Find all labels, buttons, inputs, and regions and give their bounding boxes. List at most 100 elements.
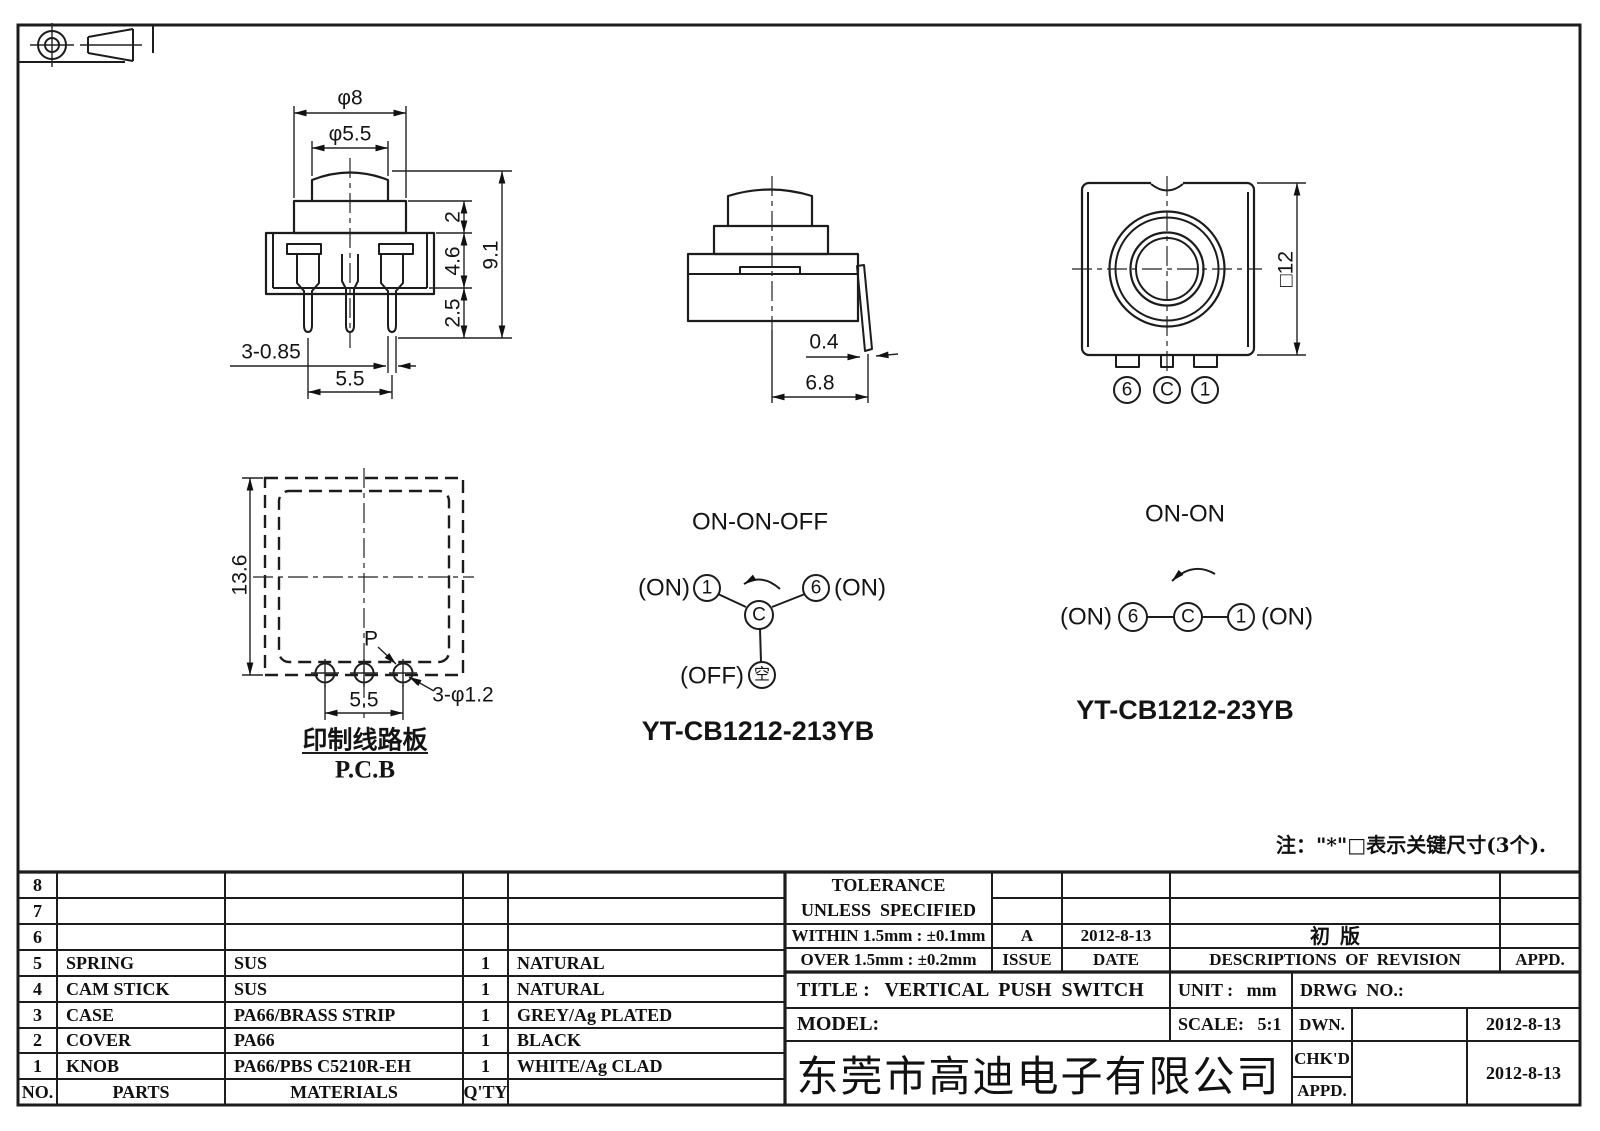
model-number: YT-CB1212-213YB (642, 716, 875, 746)
pin-left (296, 254, 320, 333)
pin-1-label: 1 (1236, 607, 1247, 628)
model-number: YT-CB1212-23YB (1076, 695, 1294, 725)
cell-part: SPRING (66, 952, 135, 973)
cell-qty: 1 (481, 952, 490, 973)
cell-color (508, 924, 785, 950)
top-view: 6 C 1 □12 (1072, 176, 1306, 404)
table-row: 7 (18, 898, 785, 924)
cell-qty (463, 924, 508, 950)
dim-sq12: □12 (1275, 251, 1298, 287)
dim-3-phi1-2: 3-φ1.2 (432, 684, 493, 707)
tolerance-heading: TOLERANCE (831, 874, 946, 895)
cell-color: GREY/Ag PLATED (517, 1004, 673, 1025)
cell-no: 5 (33, 952, 42, 973)
pcb-view: 13.6 P 5.5 3-φ1.2 印制线路板 P.C.B (229, 468, 494, 784)
cell-part (57, 872, 225, 898)
unit-label: UNIT : mm (1178, 979, 1277, 1000)
pin-c-label: C (752, 605, 766, 626)
schematic-on-on-off: ON-ON-OFF 1 6 C 空 (ON) (ON) (OFF) YT-CB1… (638, 509, 886, 747)
dwn-date: 2012-8-13 (1486, 1014, 1561, 1034)
tolerance-over: OVER 1.5mm : ±0.2mm (800, 950, 977, 969)
cell-qty: 1 (481, 1055, 490, 1076)
pcb-caption-cn: 印制线路板 (302, 726, 427, 755)
state-off: (OFF) (680, 663, 744, 690)
front-view: φ8 φ5.5 2 4.6 2.5 9.1 3-0.85 5.5 (230, 87, 512, 399)
cell-part: KNOB (66, 1055, 120, 1076)
terminal-6-label: 6 (1122, 380, 1133, 401)
schematic-title: ON-ON (1145, 501, 1225, 528)
state-on-left: (ON) (1060, 604, 1112, 631)
header-materials: MATERIALS (290, 1081, 398, 1102)
terminal-c-label: C (1160, 380, 1174, 401)
table-row: 6 (18, 924, 785, 950)
cell-part: CAM STICK (66, 978, 170, 999)
table-row: 3 CASE PA66/BRASS STRIP 1 GREY/Ag PLATED (18, 1002, 785, 1028)
chkd-label: CHK'D (1294, 1049, 1350, 1068)
drwg-no-label: DRWG NO.: (1300, 979, 1404, 1000)
cell-material (225, 872, 463, 898)
cell-color: NATURAL (517, 952, 605, 973)
cell-no: 2 (33, 1030, 42, 1050)
dim-0-4: 0.4 (809, 331, 839, 354)
issue-label: ISSUE (1002, 950, 1052, 969)
p-label: P (364, 628, 378, 651)
cell-qty: 1 (481, 1030, 490, 1050)
issue-value: A (1020, 926, 1034, 945)
cell-color (508, 872, 785, 898)
dim-5-5: 5.5 (335, 368, 364, 391)
dim-2-5: 2.5 (442, 298, 465, 327)
table-row: 5 SPRING SUS 1 NATURAL (18, 950, 785, 976)
header-no: NO. (21, 1081, 54, 1102)
terminal-1-label: 1 (1200, 380, 1211, 401)
model-label: MODEL: (797, 1013, 880, 1035)
state-on-right: (ON) (1261, 604, 1313, 631)
bent-pin (856, 264, 873, 352)
dim-2: 2 (442, 211, 465, 223)
cell-color (508, 898, 785, 924)
appd-label: APPD. (1515, 950, 1565, 969)
date-label: DATE (1093, 950, 1139, 969)
state-on-left: (ON) (638, 575, 690, 602)
sheet-frame (16, 23, 1582, 1107)
cell-part: COVER (66, 1030, 132, 1050)
cell-no: 7 (33, 900, 42, 921)
projection-symbol-icon (18, 23, 154, 67)
table-row: 2 COVER PA66 1 BLACK (18, 1028, 785, 1053)
cell-no: 8 (33, 874, 42, 895)
cell-material: PA66 (234, 1030, 275, 1050)
cell-no: 4 (33, 978, 42, 999)
rotation-arrow (1171, 567, 1216, 582)
cell-color: WHITE/Ag CLAD (517, 1055, 663, 1076)
pin-middle (341, 254, 359, 333)
dim-13-6: 13.6 (229, 555, 252, 596)
cell-material (225, 924, 463, 950)
pin-6-label: 6 (1128, 607, 1139, 628)
dim-phi5-5: φ5.5 (329, 123, 372, 146)
pin-6-label: 6 (811, 578, 822, 599)
cell-no: 6 (33, 926, 42, 947)
dim-phi8: φ8 (337, 87, 362, 110)
state-on-right: (ON) (834, 575, 886, 602)
dim-6-8: 6.8 (805, 372, 834, 395)
pcb-holes (311, 659, 417, 687)
dim-9-1: 9.1 (480, 240, 503, 269)
cell-material (225, 898, 463, 924)
table-row: 8 (18, 872, 785, 898)
cell-no: 3 (33, 1004, 42, 1025)
cell-material: PA66/BRASS STRIP (234, 1004, 396, 1025)
cell-part (57, 898, 225, 924)
header-qty: Q'TY (463, 1081, 508, 1102)
appd-row-label: APPD. (1297, 1081, 1347, 1100)
cell-part: CASE (66, 1004, 115, 1025)
cell-material: PA66/PBS C5210R-EH (234, 1055, 412, 1076)
pin-c-label: C (1181, 607, 1195, 628)
cell-material: SUS (234, 952, 268, 973)
key-dimension-note: 注："*"□表示关键尺寸(3个). (1276, 833, 1546, 857)
issue-date: 2012-8-13 (1080, 926, 1152, 945)
header-parts: PARTS (112, 1081, 170, 1102)
tolerance-subheading: UNLESS SPECIFIED (800, 900, 977, 920)
revision-description: 初 版 (1310, 925, 1360, 948)
